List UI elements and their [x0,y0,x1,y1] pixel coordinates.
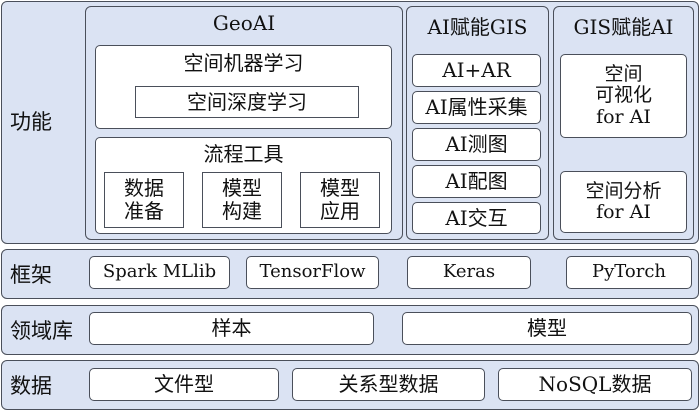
ai-interaction-box: AI交互 [412,202,541,234]
model-build-line2: 构建 [222,199,262,223]
spatial-analysis-box: 空间分析 for AI [560,171,687,233]
tensorflow-box: TensorFlow [246,256,379,289]
spatial-analysis-line2: for AI [596,201,651,223]
spatial-analysis-line1: 空间分析 [585,179,662,202]
relational-data-box: 关系型数据 [292,368,485,401]
spatial-visualization-line1: 空间 [604,63,643,86]
workflow-tools-title: 流程工具 [203,142,284,166]
spatial-visualization-box: 空间 可视化 for AI [560,54,687,138]
pytorch-box: PyTorch [566,256,692,289]
nosql-data-box: NoSQL数据 [498,368,692,401]
ai-attribute-collection-box: AI属性采集 [412,91,541,124]
spatial-visualization-line3: for AI [596,105,651,128]
spatial-ml-title: 空间机器学习 [183,51,304,75]
spatial-visualization-line2: 可视化 [594,84,652,107]
gis-for-ai-title: GIS赋能AI [573,15,674,39]
data-prep-box: 数据 准备 [104,172,184,228]
domain-library-layer-label: 领域库 [10,319,73,343]
geoai-title: GeoAI [212,11,276,35]
data-prep-line1: 数据 [124,176,164,200]
spark-mllib-box: Spark MLlib [89,256,230,289]
ai-cartography-box: AI配图 [412,165,541,198]
model-apply-line1: 模型 [320,176,360,200]
ai-ar-box: AI+AR [412,54,541,87]
model-apply-line2: 应用 [320,199,360,223]
keras-box: Keras [407,256,531,289]
function-layer-label: 功能 [10,110,52,134]
model-build-line1: 模型 [222,176,262,200]
model-build-box: 模型 构建 [202,172,282,228]
model-apply-box: 模型 应用 [300,172,380,228]
ai-for-gis-title: AI赋能GIS [427,15,528,39]
data-layer-label: 数据 [10,374,52,398]
data-prep-line2: 准备 [124,199,164,223]
ai-mapping-box: AI测图 [412,128,541,161]
models-box: 模型 [402,312,692,345]
spatial-dl-box: 空间深度学习 [135,86,359,118]
framework-layer-label: 框架 [10,263,52,287]
file-based-box: 文件型 [89,368,279,401]
samples-box: 样本 [89,312,374,345]
